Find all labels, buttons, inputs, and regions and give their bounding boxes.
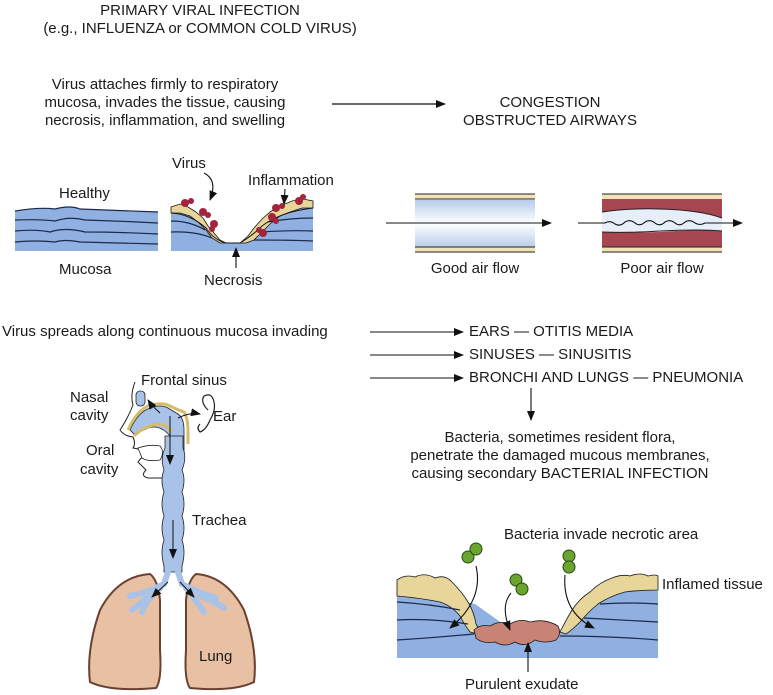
attach-text-line-3: necrosis, inflammation, and swelling xyxy=(44,112,286,129)
attach-text-line-2: mucosa, invades the tissue, causing xyxy=(44,94,286,111)
bacterial-text-line-3: causing secondary BACTERIAL INFECTION xyxy=(411,465,709,482)
congestion-label: CONGESTION xyxy=(499,94,601,111)
oral-cavity-label-2: cavity xyxy=(80,461,119,478)
infected-mucosa xyxy=(170,172,314,268)
mucosa-label: Mucosa xyxy=(59,261,112,278)
purulent-exudate-label: Purulent exudate xyxy=(465,676,579,693)
attach-text-line-1: Virus attaches firmly to respiratory xyxy=(51,76,279,93)
bacterium xyxy=(461,550,475,564)
purulent-exudate xyxy=(473,620,560,646)
necrosis-label: Necrosis xyxy=(204,272,263,289)
virus-particle xyxy=(199,208,207,216)
inflamed-tissue-label: Inflamed tissue xyxy=(662,576,763,593)
airflow-arrow xyxy=(578,219,743,227)
ear-label: Ear xyxy=(213,408,237,425)
spread-target-sinuses: SINUSES — SINUSITIS xyxy=(469,346,632,363)
good-airflow-label: Good air flow xyxy=(430,260,520,277)
bacterium xyxy=(509,573,523,587)
lung-label: Lung xyxy=(199,648,233,665)
bacterium xyxy=(562,549,576,563)
spread-target-ears: EARS — OTITIS MEDIA xyxy=(469,323,634,340)
inflammation-label: Inflammation xyxy=(248,172,334,189)
obstructed-airways-label: OBSTRUCTED AIRWAYS xyxy=(463,112,637,129)
trachea-label: Trachea xyxy=(192,512,247,529)
title-line-2: (e.g., INFLUENZA or COMMON COLD VIRUS) xyxy=(43,20,357,37)
nasal-cavity-label-2: cavity xyxy=(70,407,109,424)
bacterial-text-line-2: penetrate the damaged mucous membranes, xyxy=(410,447,710,464)
spread-lead-text: Virus spreads along continuous mucosa in… xyxy=(2,323,328,340)
virus-particle xyxy=(181,199,189,207)
nasal-cavity-label-1: Nasal xyxy=(70,389,109,406)
virus-label: Virus xyxy=(172,155,206,172)
healthy-label: Healthy xyxy=(59,185,110,202)
frontal-sinus-label: Frontal sinus xyxy=(141,372,227,389)
title-line-1: PRIMARY VIRAL INFECTION xyxy=(100,2,300,19)
spread-target-lungs: BRONCHI AND LUNGS — PNEUMONIA xyxy=(469,369,744,386)
bacteria-invade-label: Bacteria invade necrotic area xyxy=(504,526,699,543)
good-airflow-tube xyxy=(386,193,552,253)
virus-particle xyxy=(272,204,280,212)
poor-airflow-tube xyxy=(578,193,743,253)
poor-airflow-label: Poor air flow xyxy=(620,260,704,277)
right-lung xyxy=(184,572,256,691)
oral-cavity-label-1: Oral xyxy=(86,442,115,459)
healthy-mucosa xyxy=(14,206,159,251)
bacterial-invasion-panel xyxy=(396,542,659,672)
bacterial-text-line-1: Bacteria, sometimes resident flora, xyxy=(444,429,676,446)
respiratory-tract xyxy=(88,381,256,691)
